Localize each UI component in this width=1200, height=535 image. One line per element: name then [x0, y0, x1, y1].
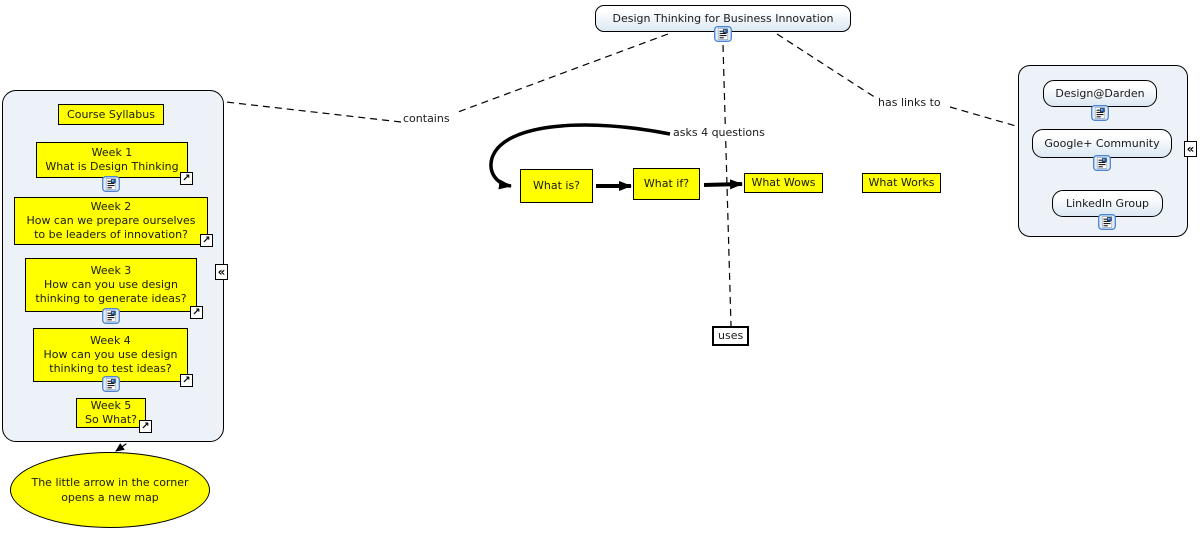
what-works-node[interactable]: What Works: [862, 173, 941, 193]
what-is-node[interactable]: What is?: [520, 169, 593, 203]
week-1-node[interactable]: Week 1 What is Design Thinking: [36, 142, 188, 178]
what-if-node[interactable]: What if?: [633, 168, 700, 200]
contains-link-label[interactable]: contains: [401, 112, 452, 125]
resources-collapse-chevrons-icon[interactable]: «: [1184, 141, 1197, 157]
arrow-whatif-to-whatwows: [703, 179, 743, 190]
google-plus-community-node[interactable]: Google+ Community: [1032, 129, 1172, 158]
week-1-open-map-arrow-icon[interactable]: ↗: [180, 172, 193, 185]
week-3-open-map-arrow-icon[interactable]: ↗: [190, 306, 203, 319]
week-1-resource-icon[interactable]: [102, 176, 120, 192]
design-at-darden-node[interactable]: Design@Darden: [1043, 80, 1157, 107]
root-resource-icon[interactable]: [714, 26, 732, 42]
uses-link-node[interactable]: uses: [712, 326, 750, 346]
week-2-node[interactable]: Week 2 How can we prepare ourselves to b…: [14, 197, 208, 245]
note-ellipse[interactable]: The little arrow in the corner opens a n…: [10, 452, 210, 528]
week-5-node[interactable]: Week 5 So What?: [76, 398, 146, 428]
has-links-to-link-label[interactable]: has links to: [876, 96, 943, 109]
connector-root-to-uses: [722, 44, 732, 327]
week-3-resource-icon[interactable]: [102, 308, 120, 324]
connector-root-to-contains: [457, 33, 669, 113]
week-4-open-map-arrow-icon[interactable]: ↗: [180, 374, 193, 387]
google-resource-icon[interactable]: [1093, 155, 1111, 171]
week-4-resource-icon[interactable]: [102, 376, 120, 392]
arrow-asks-to-whatis: [489, 123, 671, 190]
syllabus-collapse-chevrons-icon[interactable]: «: [215, 264, 228, 280]
darden-resource-icon[interactable]: [1091, 105, 1109, 121]
connector-contains-to-syllabus: [225, 101, 402, 123]
asks-4-questions-link-label[interactable]: asks 4 questions: [671, 126, 767, 139]
week-3-node[interactable]: Week 3 How can you use design thinking t…: [25, 258, 197, 312]
week-5-open-map-arrow-icon[interactable]: ↗: [139, 420, 152, 433]
linkedin-resource-icon[interactable]: [1098, 214, 1116, 230]
what-wows-node[interactable]: What Wows: [744, 173, 823, 193]
linkedin-group-node[interactable]: LinkedIn Group: [1052, 190, 1163, 217]
week-4-node[interactable]: Week 4 How can you use design thinking t…: [33, 328, 188, 382]
week-2-open-map-arrow-icon[interactable]: ↗: [200, 234, 213, 247]
connector-root-to-haslinks: [776, 33, 877, 99]
connector-haslinks-to-resources: [949, 106, 1017, 127]
syllabus-title-node[interactable]: Course Syllabus: [58, 104, 164, 125]
